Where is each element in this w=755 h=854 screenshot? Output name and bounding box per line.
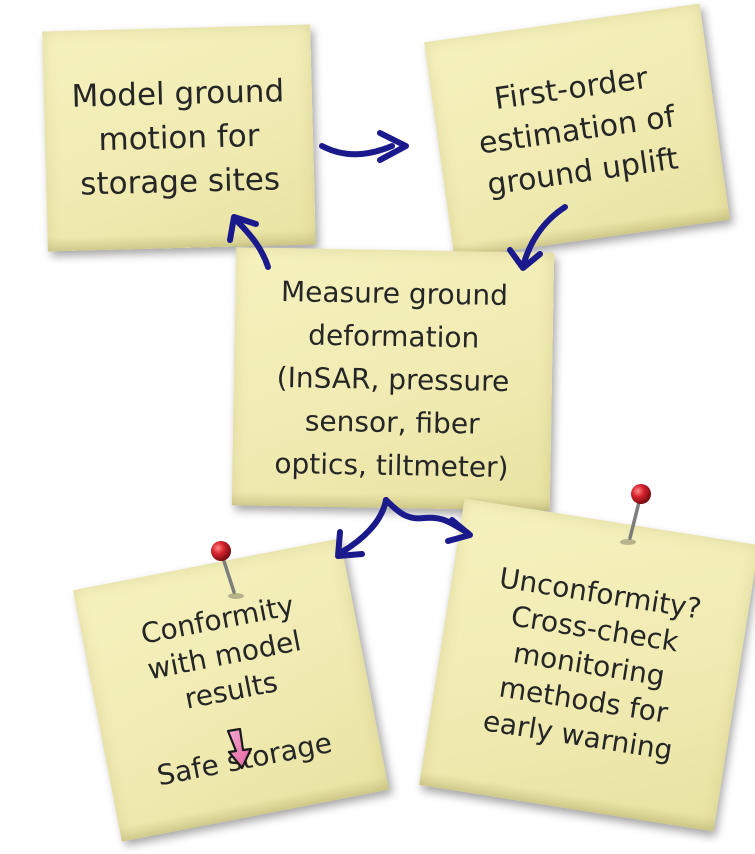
note-text-line: motion for bbox=[98, 117, 260, 159]
note-text-line: Model ground bbox=[71, 73, 285, 115]
note-text-line: optics, tiltmeter) bbox=[274, 446, 509, 484]
arrow-model-to-estimation bbox=[319, 143, 395, 158]
note-first-order-estimation: First-order estimation of ground uplift bbox=[424, 3, 730, 259]
note-text-line: Measure ground bbox=[280, 274, 509, 312]
note-text-line: (InSAR, pressure bbox=[276, 360, 510, 398]
arrow-head bbox=[377, 130, 409, 163]
down-arrow-space bbox=[235, 709, 241, 742]
note-text-line: storage sites bbox=[79, 161, 281, 203]
note-conformity: Conformity with model results Safe stora… bbox=[73, 538, 389, 842]
note-text-line: deformation bbox=[307, 318, 480, 354]
note-unconformity: Unconformity? Cross-check monitoring met… bbox=[419, 498, 755, 832]
note-measure-ground-deformation: Measure ground deformation (InSAR, press… bbox=[231, 247, 555, 511]
note-model-ground-motion: Model ground motion for storage sites bbox=[42, 24, 316, 252]
note-text-line: sensor, fiber bbox=[304, 403, 480, 441]
safe-storage-label: Safe storage bbox=[154, 726, 335, 793]
